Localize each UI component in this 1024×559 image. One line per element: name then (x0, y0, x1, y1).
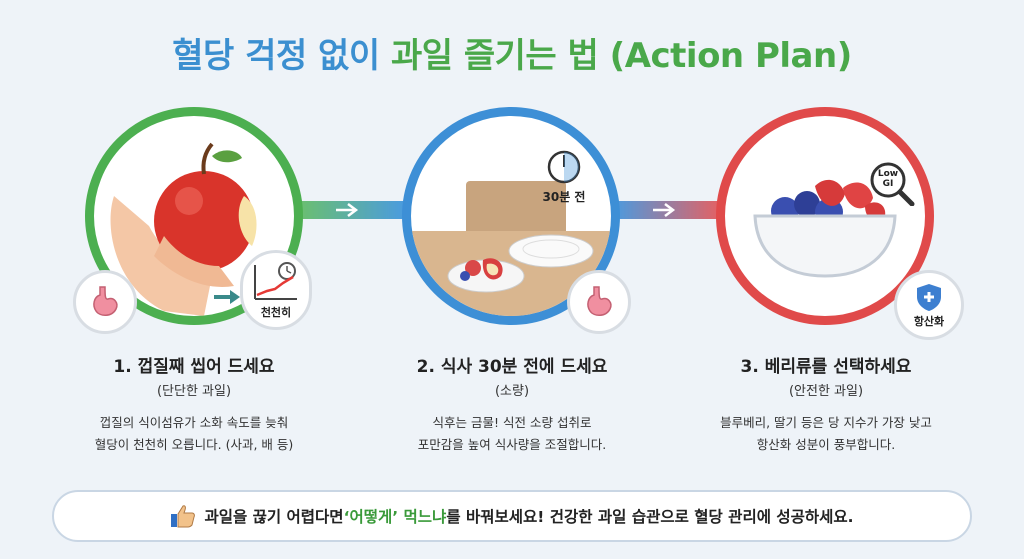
arrow-icon (214, 290, 240, 304)
tip-text-pre: 과일을 끊기 어렵다면 (204, 508, 344, 526)
slow-rise-badge: 천천히 (240, 250, 312, 330)
step-1-subtitle: (단단한 과일) (156, 384, 232, 399)
stomach-badge (73, 270, 137, 334)
low-gi-label: Low GI (877, 169, 899, 189)
title-part-1: 혈당 걱정 없이 (172, 36, 380, 76)
stomach-icon (93, 286, 118, 316)
arrow-right-icon (296, 201, 406, 219)
step-3-title: 3. 베리류를 선택하세요 (740, 357, 912, 377)
step-3-subtitle: (안전한 과일) (788, 384, 864, 399)
title-part-2: 과일 즐기는 법 (Action Plan) (390, 36, 852, 76)
step-2-desc: 식후는 금물! 식전 소량 섭취로 포만감을 높여 식사량을 조절합니다. (417, 415, 607, 452)
timer-label: 30분 전 (542, 190, 586, 204)
tip-text-highlight: ‘어떻게’ 먹느냐 (343, 508, 447, 526)
step-2-title: 2. 식사 30분 전에 드세요 (416, 357, 608, 377)
magnifier-icon (870, 162, 915, 207)
step-2-subtitle: (소량) (494, 384, 530, 399)
low-gi-magnifier: Low GI (868, 160, 916, 207)
page-title: 혈당 걱정 없이 과일 즐기는 법 (Action Plan) (0, 28, 1024, 77)
shield-icon (917, 283, 941, 311)
arrow-right-icon (613, 201, 723, 219)
apple-in-hand-icon (110, 142, 257, 316)
antioxidant-badge: 항산화 (894, 270, 964, 340)
bottom-tip-bar: 과일을 끊기 어렵다면 ‘어떻게’ 먹느냐 를 바꿔보세요! 건강한 과일 습관… (52, 490, 972, 542)
stomach-icon (587, 286, 612, 316)
step-1-desc: 껍질의 식이섬유가 소화 속도를 늦춰 혈당이 천천히 오릅니다. (사과, 배… (94, 415, 294, 452)
tip-text-post: 를 바꿔보세요! 건강한 과일 습관으로 혈당 관리에 성공하세요. (446, 508, 854, 526)
timer: 30분 전 (540, 150, 588, 205)
stomach-badge (567, 270, 631, 334)
step-3-desc: 블루베리, 딸기 등은 당 지수가 가장 낮고 항산화 성분이 풍부합니다. (720, 415, 932, 452)
clock-icon (547, 150, 581, 184)
berry-bowl-icon (753, 179, 897, 278)
slow-label: 천천히 (260, 305, 292, 319)
thumbs-up-icon (170, 504, 196, 528)
step-1-title: 1. 껍질째 씹어 드세요 (113, 357, 275, 377)
slow-graph-icon (254, 261, 297, 300)
antioxidant-label: 항산화 (913, 314, 945, 328)
